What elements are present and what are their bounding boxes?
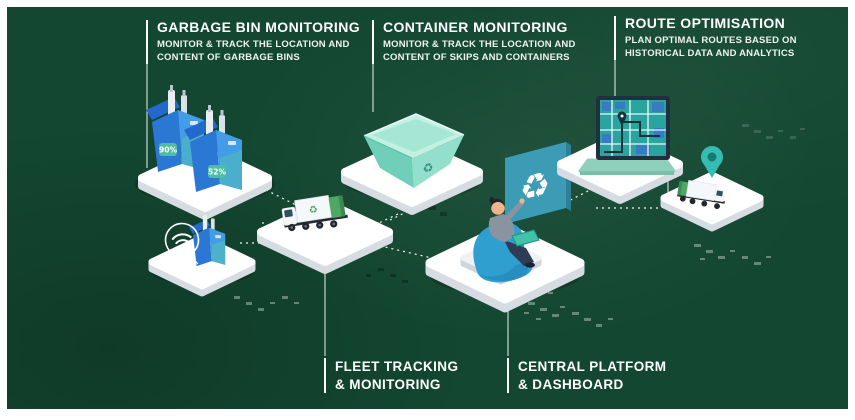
smart-bin-illustration (148, 215, 256, 297)
section-desc: MONITOR & TRACK THE LOCATION AND CONTENT… (157, 39, 350, 63)
central-platform-illustration: ♻ (425, 142, 585, 313)
tracked-truck-illustration (660, 146, 764, 232)
recycle-icon-skip: ♻ (423, 160, 434, 176)
section-title-line1: CENTRAL PLATFORM (518, 359, 667, 374)
section-label-garbage-bin: GARBAGE BIN MONITORING MONITOR & TRACK T… (146, 19, 379, 65)
location-pin-icon (701, 146, 723, 178)
section-desc: PLAN OPTIMAL ROUTES BASED ON HISTORICAL … (625, 35, 797, 59)
garbage-truck-illustration: ♻ (257, 194, 393, 274)
skip-bin: ♻ (363, 113, 465, 188)
section-title: ROUTE OPTIMISATION (625, 15, 786, 31)
garbage-bins-illustration: 90% 52% (135, 85, 275, 220)
route-laptop-illustration (557, 96, 683, 204)
section-title: CONTAINER MONITORING (383, 19, 568, 35)
section-label-fleet: FLEET TRACKING & MONITORING (324, 358, 505, 394)
small-truck (677, 179, 726, 210)
map-screen (600, 100, 666, 156)
skip-container-illustration: ♻ (341, 113, 483, 215)
wifi-icon (164, 222, 200, 258)
small-garbage-bin (189, 215, 226, 267)
recycle-icon-billboard: ♻ (520, 163, 550, 210)
recycle-icon-truck: ♻ (308, 204, 319, 216)
section-title-line2: & MONITORING (335, 376, 441, 392)
section-title: GARBAGE BIN MONITORING (157, 19, 360, 35)
section-title-line1: FLEET TRACKING (335, 359, 459, 374)
section-desc: MONITOR & TRACK THE LOCATION AND CONTENT… (383, 39, 576, 63)
laptop (511, 229, 540, 247)
garbage-truck: ♻ (281, 194, 348, 232)
section-label-central: CENTRAL PLATFORM & DASHBOARD (507, 358, 718, 394)
fill-level-badge: 90% (159, 143, 177, 156)
fill-level-badge: 52% (208, 165, 226, 178)
bin1-fill-percent: 90% (159, 146, 177, 155)
bin2-fill-percent: 52% (208, 168, 226, 177)
section-label-route: ROUTE OPTIMISATION PLAN OPTIMAL ROUTES B… (614, 15, 837, 61)
garbage-bin-2: 52% (184, 105, 242, 192)
person-at-laptop (473, 197, 540, 283)
map-pin-icon (617, 111, 627, 126)
section-label-container: CONTAINER MONITORING MONITOR & TRACK THE… (372, 19, 595, 65)
section-title-line2: & DASHBOARD (518, 376, 624, 392)
